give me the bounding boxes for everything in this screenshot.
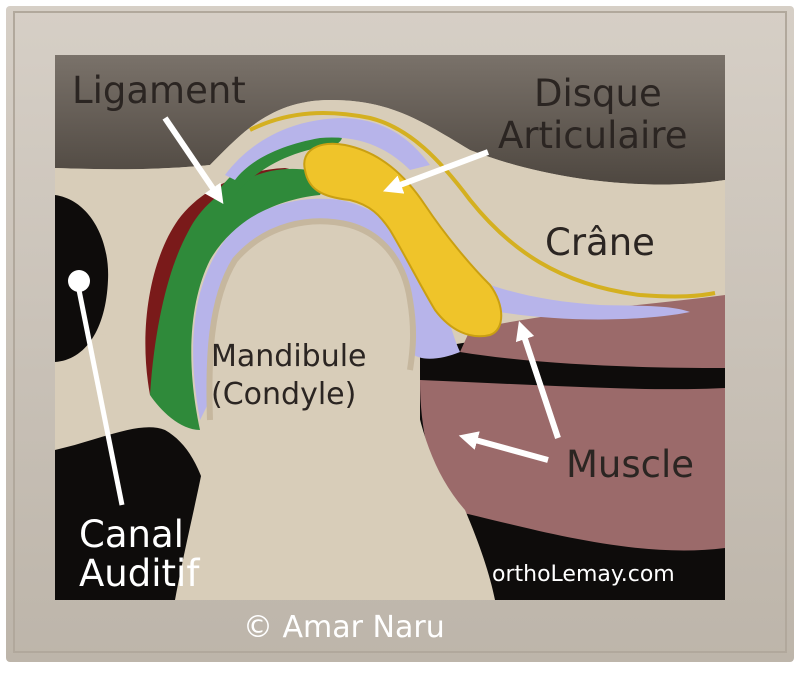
mandible-condyle <box>175 221 495 600</box>
condyle-outline <box>206 218 417 421</box>
disc-upper-edge <box>249 111 716 299</box>
ear-canal-dot <box>68 270 90 292</box>
label-canal-line1: Canal <box>79 513 184 556</box>
label-mandibule-line1: Mandibule <box>211 339 367 374</box>
cartilage-green-upper <box>215 130 342 195</box>
lower-left-black <box>55 427 225 600</box>
crane-bone-band <box>55 100 725 338</box>
synovial-lavender-top <box>225 118 430 180</box>
muscle-arrow-up <box>515 320 561 439</box>
label-disque-line1: Disque <box>534 72 662 115</box>
label-muscle: Muscle <box>566 443 694 486</box>
disque-arrow <box>383 149 490 194</box>
label-mandibule-line2: (Condyle) <box>211 377 356 412</box>
label-ligament: Ligament <box>72 69 246 112</box>
skull-dark-region <box>55 55 725 185</box>
label-website: orthoLemay.com <box>492 562 675 587</box>
muscle-lower <box>420 380 725 551</box>
label-crane: Crâne <box>545 221 655 264</box>
label-canal-line2: Auditif <box>79 552 200 595</box>
canal-pointer-line <box>76 289 125 506</box>
articular-disc-yellow <box>303 142 503 338</box>
label-disque-line2: Articulaire <box>498 114 688 157</box>
cartilage-green <box>150 168 330 431</box>
copyright-text: © Amar Naru <box>243 610 445 645</box>
ligament-red <box>145 168 298 400</box>
ligament-arrow <box>162 116 224 204</box>
frame-shadow <box>13 11 787 653</box>
muscle-arrow-left <box>458 431 549 463</box>
